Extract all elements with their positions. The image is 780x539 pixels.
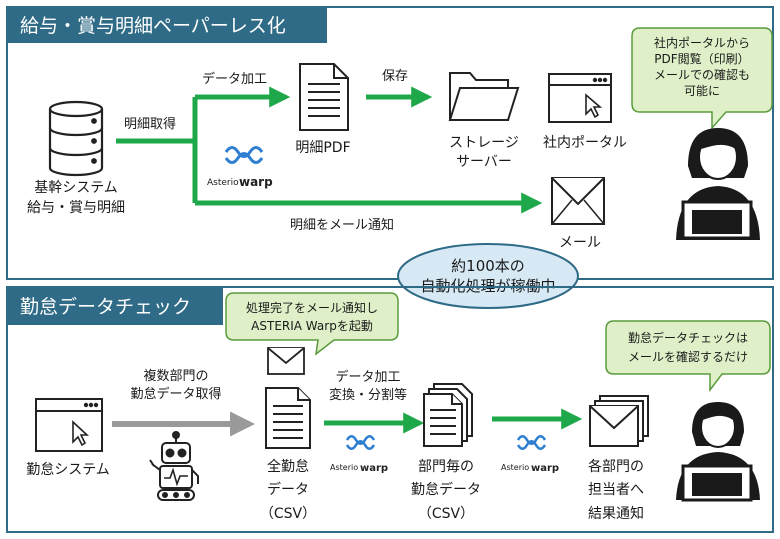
doc-dept-line-2: 勤怠データ [411,481,481,498]
asteria-warp-logo-2: Asterio warp [330,434,388,474]
notify-bubble-line-1: 処理完了をメール通知し [246,300,378,315]
bubble-line-4: 可能に [684,84,720,98]
person-laptop-icon-2 [676,402,760,502]
check-bubble-line-1: 勤怠データチェックは [628,330,748,345]
document-icon [299,63,349,131]
doc-dept-line-3: （CSV） [418,506,474,522]
doc-all-line-3: （CSV） [260,506,316,522]
mail-label-line-2: 担当者へ [588,482,644,498]
fetch-label-line-2: 勤怠データ取得 [130,386,221,402]
speech-bubble-check: 勤怠データチェックは メールを確認するだけ [605,320,771,393]
csv-document-icon-all [265,387,311,449]
process-label-line-2: 変換・分割等 [329,387,407,403]
csv-document-icon-dept [423,383,473,447]
notify-bubble-line-2: ASTERIA Warpを起動 [251,319,373,333]
bubble-line-2: PDF閲覧（印刷） [654,52,749,66]
logo2-text: Asterio [330,463,358,472]
mail-label-line-1: 各部門の [588,459,644,475]
doc-all-line-1: 全勤怠 [267,458,309,475]
browser-window-icon [548,73,612,123]
automation-count-callout: 約100本の 自動化処理が稼働中 [397,243,579,309]
asteria-warp-logo-3: Asterio warp [501,434,559,474]
section2-frame [6,286,774,533]
mail-arrow-label: 明細をメール通知 [290,217,394,233]
folder-icon [448,72,520,121]
logo-text: Asterio [207,178,239,188]
doc-dept-line-1: 部門毎の [418,459,474,475]
section1-header [7,7,327,43]
arrow-fetch-label: 明細取得 [124,116,176,132]
bubble-line-1: 社内ポータルから [654,35,750,50]
section1-flow-arrows [116,86,543,214]
stacked-mail-icon [589,395,649,447]
section2-header [7,287,223,325]
logo-word: warp [239,175,273,189]
mail-label-line-3: 結果通知 [588,505,644,522]
small-mail-icon [267,347,305,375]
attendance-system-window-icon [35,398,103,452]
doc-label: 明細PDF [295,140,350,156]
arrow-save-label: 保存 [382,69,408,84]
section1-title: 給与・賞与明細ペーパーレス化 [20,15,286,37]
robot-icon [149,431,199,501]
check-bubble-line-2: メールを確認するだけ [628,349,748,364]
speech-bubble-notify: 処理完了をメール通知し ASTERIA Warpを起動 [225,292,399,356]
mail-icon [551,177,605,225]
portal-label: 社内ポータル [543,135,627,151]
storage-label-1: ストレージ [449,135,519,151]
bubble-line-3: メールでの確認も [654,67,750,82]
mail-label: メール [559,235,601,251]
section1-frame [6,6,774,280]
logo3-word: warp [531,463,559,474]
arrow-process-label: データ加工 [202,71,267,87]
fetch-label-line-1: 複数部門の [143,368,208,384]
asteria-warp-logo: Asterio warp [207,146,273,189]
doc-all-line-2: データ [267,481,309,498]
source-system-label-2: 給与・賞与明細 [27,200,125,216]
process-label-line-1: データ加工 [335,369,400,385]
source-system-label-1: 基幹システム [34,179,118,196]
section2-title: 勤怠データチェック [20,296,191,318]
attendance-system-label: 勤怠システム [26,462,110,478]
logo2-word: warp [360,463,388,474]
person-laptop-icon [676,128,760,240]
speech-bubble-portal: 社内ポータルから PDF閲覧（印刷） メールでの確認も 可能に [631,27,773,130]
database-icon [48,100,104,177]
storage-label-2: サーバー [456,154,512,170]
callout-line-1: 約100本の [451,257,525,275]
logo3-text: Asterio [501,463,529,472]
